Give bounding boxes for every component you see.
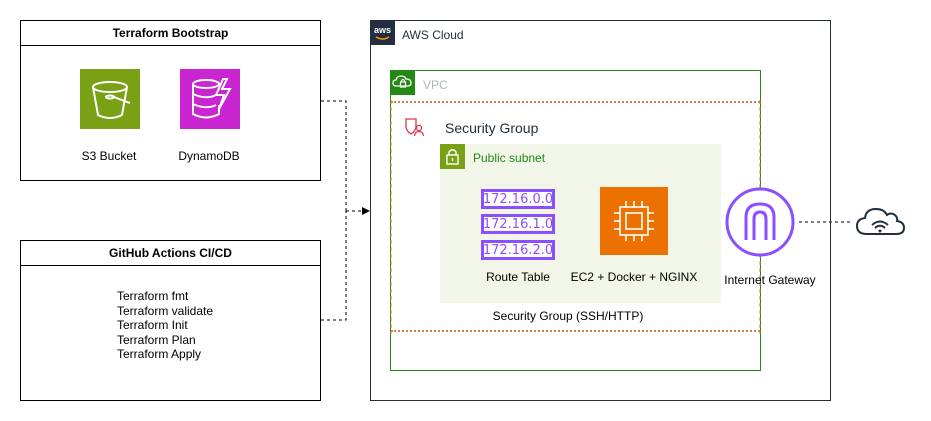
internet-gateway-icon xyxy=(724,186,796,258)
internet-cloud-icon xyxy=(854,204,906,240)
arrow-head xyxy=(362,207,370,215)
panel-title: Terraform Bootstrap xyxy=(21,21,320,46)
route-table-cidr: 172.16.1.0 xyxy=(481,214,555,234)
pipeline-steps: Terraform fmt Terraform validate Terrafo… xyxy=(117,289,213,362)
aws-logo-text: aws xyxy=(374,25,391,35)
terraform-bootstrap-panel: Terraform Bootstrap xyxy=(20,20,321,181)
internet-gateway-label: Internet Gateway xyxy=(724,273,816,287)
subnet-lock-icon xyxy=(440,144,465,169)
pipeline-step: Terraform Plan xyxy=(117,332,196,347)
vpc-icon xyxy=(390,70,415,95)
vpc-label: VPC xyxy=(423,78,448,92)
panel-title: GitHub Actions CI/CD xyxy=(21,241,320,266)
s3-label: S3 Bucket xyxy=(81,149,137,163)
ec2-label: EC2 + Docker + NGINX xyxy=(570,270,698,284)
dynamodb-icon xyxy=(180,69,240,129)
security-group-rule-label: Security Group (SSH/HTTP) xyxy=(492,309,644,323)
ec2-instance-icon xyxy=(600,187,668,255)
route-table-cidr: 172.16.0.0 xyxy=(481,189,555,209)
aws-logo-icon: aws xyxy=(370,20,395,45)
cicd-connector xyxy=(321,211,347,321)
github-actions-panel: GitHub Actions CI/CD Terraform fmt Terra… xyxy=(20,240,321,401)
aws-cloud-group xyxy=(370,20,831,401)
pipeline-step: Terraform Init xyxy=(117,318,188,332)
bootstrap-connector xyxy=(321,100,347,211)
security-group-boundary xyxy=(391,101,760,332)
sg-right-edge xyxy=(759,100,761,334)
security-group-title: Security Group xyxy=(445,120,539,136)
sg-left-edge xyxy=(390,100,392,334)
pipeline-step: Terraform validate xyxy=(117,303,214,318)
public-subnet-label: Public subnet xyxy=(473,151,546,165)
s3-bucket-icon xyxy=(80,69,140,129)
pipeline-step: Terraform Apply xyxy=(117,347,202,361)
aws-cloud-label: AWS Cloud xyxy=(402,28,464,42)
route-table-label: Route Table xyxy=(486,270,550,284)
route-table-cidr: 172.16.2.0 xyxy=(481,240,555,260)
security-group-icon xyxy=(403,116,425,138)
dynamodb-label: DynamoDB xyxy=(178,149,240,163)
pipeline-step: Terraform fmt xyxy=(117,289,189,303)
